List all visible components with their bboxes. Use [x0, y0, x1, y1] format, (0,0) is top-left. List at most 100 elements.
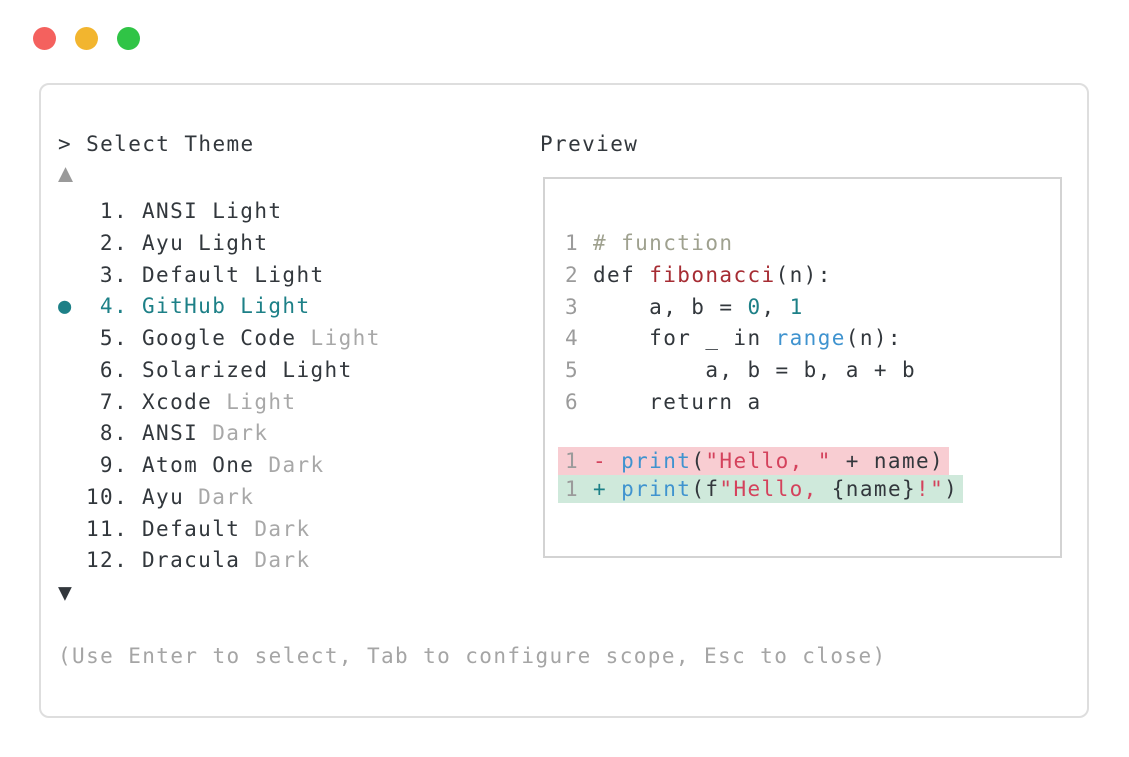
theme-number: 10.: [86, 484, 129, 509]
code-token: (f: [691, 477, 720, 501]
theme-number: 8.: [99, 421, 128, 446]
theme-number: 4.: [99, 294, 128, 319]
code-token: (: [691, 449, 706, 473]
bullet-placeholder: [58, 260, 86, 292]
line-number: 4: [565, 326, 580, 351]
theme-option[interactable]: 8. ANSI Dark: [58, 418, 381, 450]
bullet-placeholder: [58, 450, 86, 482]
code-token: def: [593, 262, 650, 287]
code-line: 2 def fibonacci(n):: [565, 260, 916, 292]
code-token: 0: [747, 294, 762, 319]
bullet-placeholder: [58, 418, 86, 450]
code-token: for _ in: [593, 326, 776, 351]
theme-number: 1.: [99, 199, 128, 223]
theme-option[interactable]: 12.Dracula Dark: [58, 545, 381, 577]
theme-option[interactable]: 6. Solarized Light: [58, 355, 381, 387]
code-token: print: [621, 449, 692, 473]
theme-option[interactable]: 9. Atom One Dark: [58, 450, 381, 482]
code-token: (n):: [845, 326, 902, 351]
code-token: ): [944, 477, 959, 501]
theme-name: ANSI Light: [142, 199, 283, 223]
theme-option[interactable]: 3. Default Light: [58, 260, 381, 292]
theme-variant: Light: [212, 389, 297, 414]
theme-option[interactable]: ● 4. GitHub Light: [58, 291, 381, 323]
theme-option[interactable]: 11. Default Dark: [58, 514, 381, 546]
code-token: +: [593, 477, 622, 501]
diff-line-added: 1 + print(f"Hello, {name}!"): [558, 475, 964, 503]
picker-prompt: > Select Theme: [58, 132, 255, 156]
code-token: 1: [789, 294, 804, 319]
theme-variant: Light: [296, 326, 381, 350]
theme-name: Atom One: [142, 453, 255, 477]
code-token: a, b =: [593, 294, 748, 319]
code-token: "Hello,: [719, 477, 832, 501]
line-number: 1: [565, 449, 580, 473]
theme-variant: Dark: [240, 516, 311, 541]
scroll-down-icon[interactable]: ▼: [58, 580, 72, 606]
theme-option[interactable]: 2.Ayu Light: [58, 228, 381, 260]
theme-variant: Dark: [254, 453, 325, 477]
theme-number: 5.: [99, 326, 128, 350]
theme-name: Default: [142, 516, 241, 541]
code-line: 3 a, b = 0, 1: [565, 292, 916, 324]
bullet-placeholder: [58, 323, 86, 355]
line-number: 5: [565, 358, 580, 382]
code-token: return a: [593, 389, 762, 414]
theme-option[interactable]: 1. ANSI Light: [58, 196, 381, 228]
line-number: 1: [565, 231, 580, 255]
bullet-placeholder: [58, 228, 86, 260]
code-token: (n):: [775, 262, 832, 287]
theme-option[interactable]: 10. Ayu Dark: [58, 482, 381, 514]
code-line: 1 # function: [565, 228, 916, 260]
scroll-up-icon[interactable]: ▲: [58, 158, 74, 187]
line-number: 1: [565, 477, 580, 501]
theme-name: Dracula: [142, 548, 241, 573]
code-token: "Hello, ": [705, 449, 832, 473]
theme-number: 7.: [99, 389, 128, 414]
bullet-placeholder: [58, 355, 86, 387]
diff-line-removed: 1- print("Hello, " + name): [558, 447, 950, 475]
line-number: 6: [565, 389, 580, 414]
code-token: range: [775, 326, 846, 351]
theme-name: Solarized Light: [142, 357, 353, 382]
theme-option[interactable]: 5. Google Code Light: [58, 323, 381, 355]
code-token: -: [593, 449, 622, 473]
theme-number: 3.: [99, 262, 128, 287]
code-token: {name}: [831, 477, 917, 501]
code-token: a, b = b, a + b: [593, 358, 916, 382]
code-token: !": [916, 477, 945, 501]
line-number: 2: [565, 262, 580, 287]
theme-number: 11.: [86, 516, 129, 541]
bullet-placeholder: [58, 482, 86, 514]
minimize-button[interactable]: [75, 27, 98, 50]
code-line: 4 for _ in range(n):: [565, 323, 916, 355]
diff-sample: 1- print("Hello, " + name)1+ print(f"Hel…: [558, 447, 964, 503]
close-button[interactable]: [33, 27, 56, 50]
help-text: (Use Enter to select, Tab to configure s…: [58, 644, 887, 668]
theme-name: Google Code: [142, 326, 297, 350]
theme-name: Default Light: [142, 262, 325, 287]
theme-name: Xcode: [142, 389, 213, 414]
theme-name: Ayu: [142, 484, 185, 509]
bullet-placeholder: [58, 387, 86, 419]
theme-option[interactable]: 7. Xcode Light: [58, 387, 381, 419]
code-token: print: [621, 477, 692, 501]
code-token: # function: [593, 231, 734, 255]
bullet-placeholder: [58, 545, 86, 577]
bullet-placeholder: [58, 196, 86, 228]
theme-number: 6.: [99, 357, 128, 382]
theme-picker-dialog: > Select Theme ▲ 1. ANSI Light 2.Ayu Light…: [39, 83, 1089, 718]
zoom-button[interactable]: [117, 27, 140, 50]
code-line: 6 return a: [565, 387, 916, 419]
theme-number: 9.: [99, 453, 128, 477]
theme-variant: Dark: [184, 484, 255, 509]
theme-variant: Dark: [198, 421, 269, 446]
code-token: fibonacci: [649, 262, 776, 287]
theme-name: ANSI: [142, 421, 199, 446]
line-number: 3: [565, 294, 580, 319]
selected-bullet-icon: ●: [58, 294, 73, 320]
theme-name: GitHub Light: [142, 294, 311, 319]
